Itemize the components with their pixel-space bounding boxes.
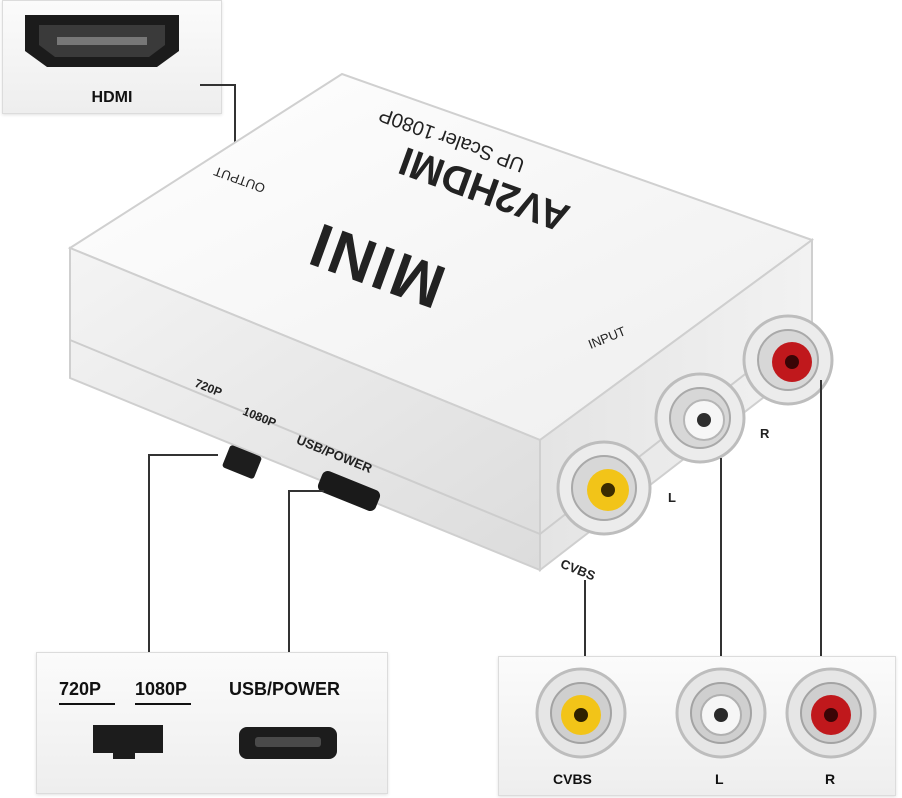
usb-power-port [317,470,381,512]
switch-usb-callout-panel: 720P 1080P USB/POWER [36,652,388,794]
panel-1080-label: 1080P [135,679,188,699]
panel-rca-jacks [535,667,877,759]
panel-jack-r [785,667,877,759]
panel-720-label: 720P [59,679,102,699]
device-jack-l [654,372,746,464]
panel-jack-l [675,667,767,759]
device-jack-cvbs [556,440,652,536]
panel-r-label: R [825,771,836,787]
panel-l-label: L [715,771,724,787]
device-l-label: L [668,490,676,505]
device-r-label: R [760,426,770,441]
device-rca-jacks [556,314,834,536]
panel-cvbs-label: CVBS [553,771,592,787]
panel-switch-icon [93,725,163,759]
panel-micro-usb-icon [239,727,337,759]
panel-usb-label: USB/POWER [229,679,341,699]
panel-jack-cvbs [535,667,627,759]
resolution-switch [222,445,262,479]
hdmi-callout-panel: HDMI [2,0,222,114]
device-jack-r [742,314,834,406]
hdmi-label: HDMI [91,89,133,106]
rca-callout-panel: CVBS L R [498,656,896,796]
hdmi-port-icon [25,15,179,67]
